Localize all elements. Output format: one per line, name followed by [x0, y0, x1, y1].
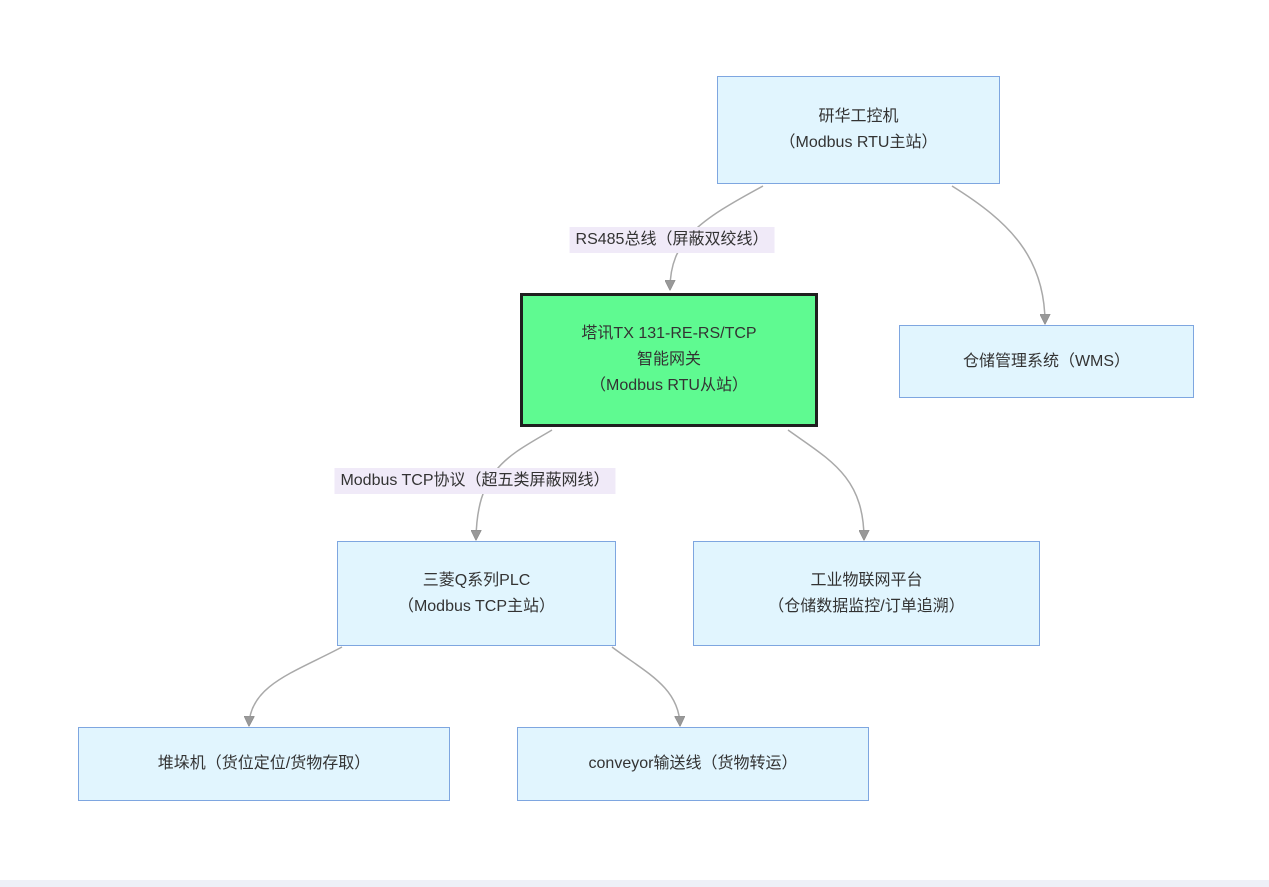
edge-gateway-iot	[787, 429, 864, 539]
edge-label-modbus-tcp: Modbus TCP协议（超五类屏蔽网线）	[334, 468, 616, 494]
edge-label-rs485: RS485总线（屏蔽双绞线）	[569, 227, 775, 253]
node-iot-line2: （仓储数据监控/订单追溯）	[768, 597, 965, 615]
edge-plc-conveyor	[611, 646, 680, 725]
node-plc-line2: （Modbus TCP主站）	[397, 597, 556, 615]
node-gateway-line3: （Modbus RTU从站）	[590, 376, 748, 394]
node-ipc-line1: 研华工控机	[818, 108, 899, 126]
edge-plc-stacker	[249, 646, 343, 725]
node-iot-line1: 工业物联网平台	[810, 571, 923, 589]
node-ipc-line2: （Modbus RTU主站）	[779, 134, 938, 151]
node-conveyor: conveyor输送线（货物转运）	[517, 727, 869, 801]
node-plc: 三菱Q系列PLC （Modbus TCP主站）	[337, 541, 616, 646]
node-wms: 仓储管理系统（WMS）	[899, 325, 1194, 398]
node-stacker-line1: 堆垛机（货位定位/货物存取）	[157, 755, 371, 773]
node-gateway-line1: 塔讯TX 131-RE-RS/TCP	[581, 325, 757, 343]
node-gateway: 塔讯TX 131-RE-RS/TCP 智能网关 （Modbus RTU从站）	[520, 293, 818, 427]
node-gateway-line2: 智能网关	[636, 351, 701, 369]
node-iot: 工业物联网平台 （仓储数据监控/订单追溯）	[693, 541, 1040, 646]
node-wms-line1: 仓储管理系统（WMS）	[962, 352, 1131, 370]
bottom-divider	[0, 880, 1269, 887]
node-plc-line1: 三菱Q系列PLC	[422, 571, 531, 589]
node-stacker: 堆垛机（货位定位/货物存取）	[78, 727, 450, 801]
edge-gateway-plc	[476, 429, 553, 539]
edge-ipc-wms	[951, 185, 1045, 323]
node-ipc: 研华工控机 （Modbus RTU主站）	[717, 76, 1000, 184]
node-conveyor-line1: conveyor输送线（货物转运）	[588, 755, 798, 773]
